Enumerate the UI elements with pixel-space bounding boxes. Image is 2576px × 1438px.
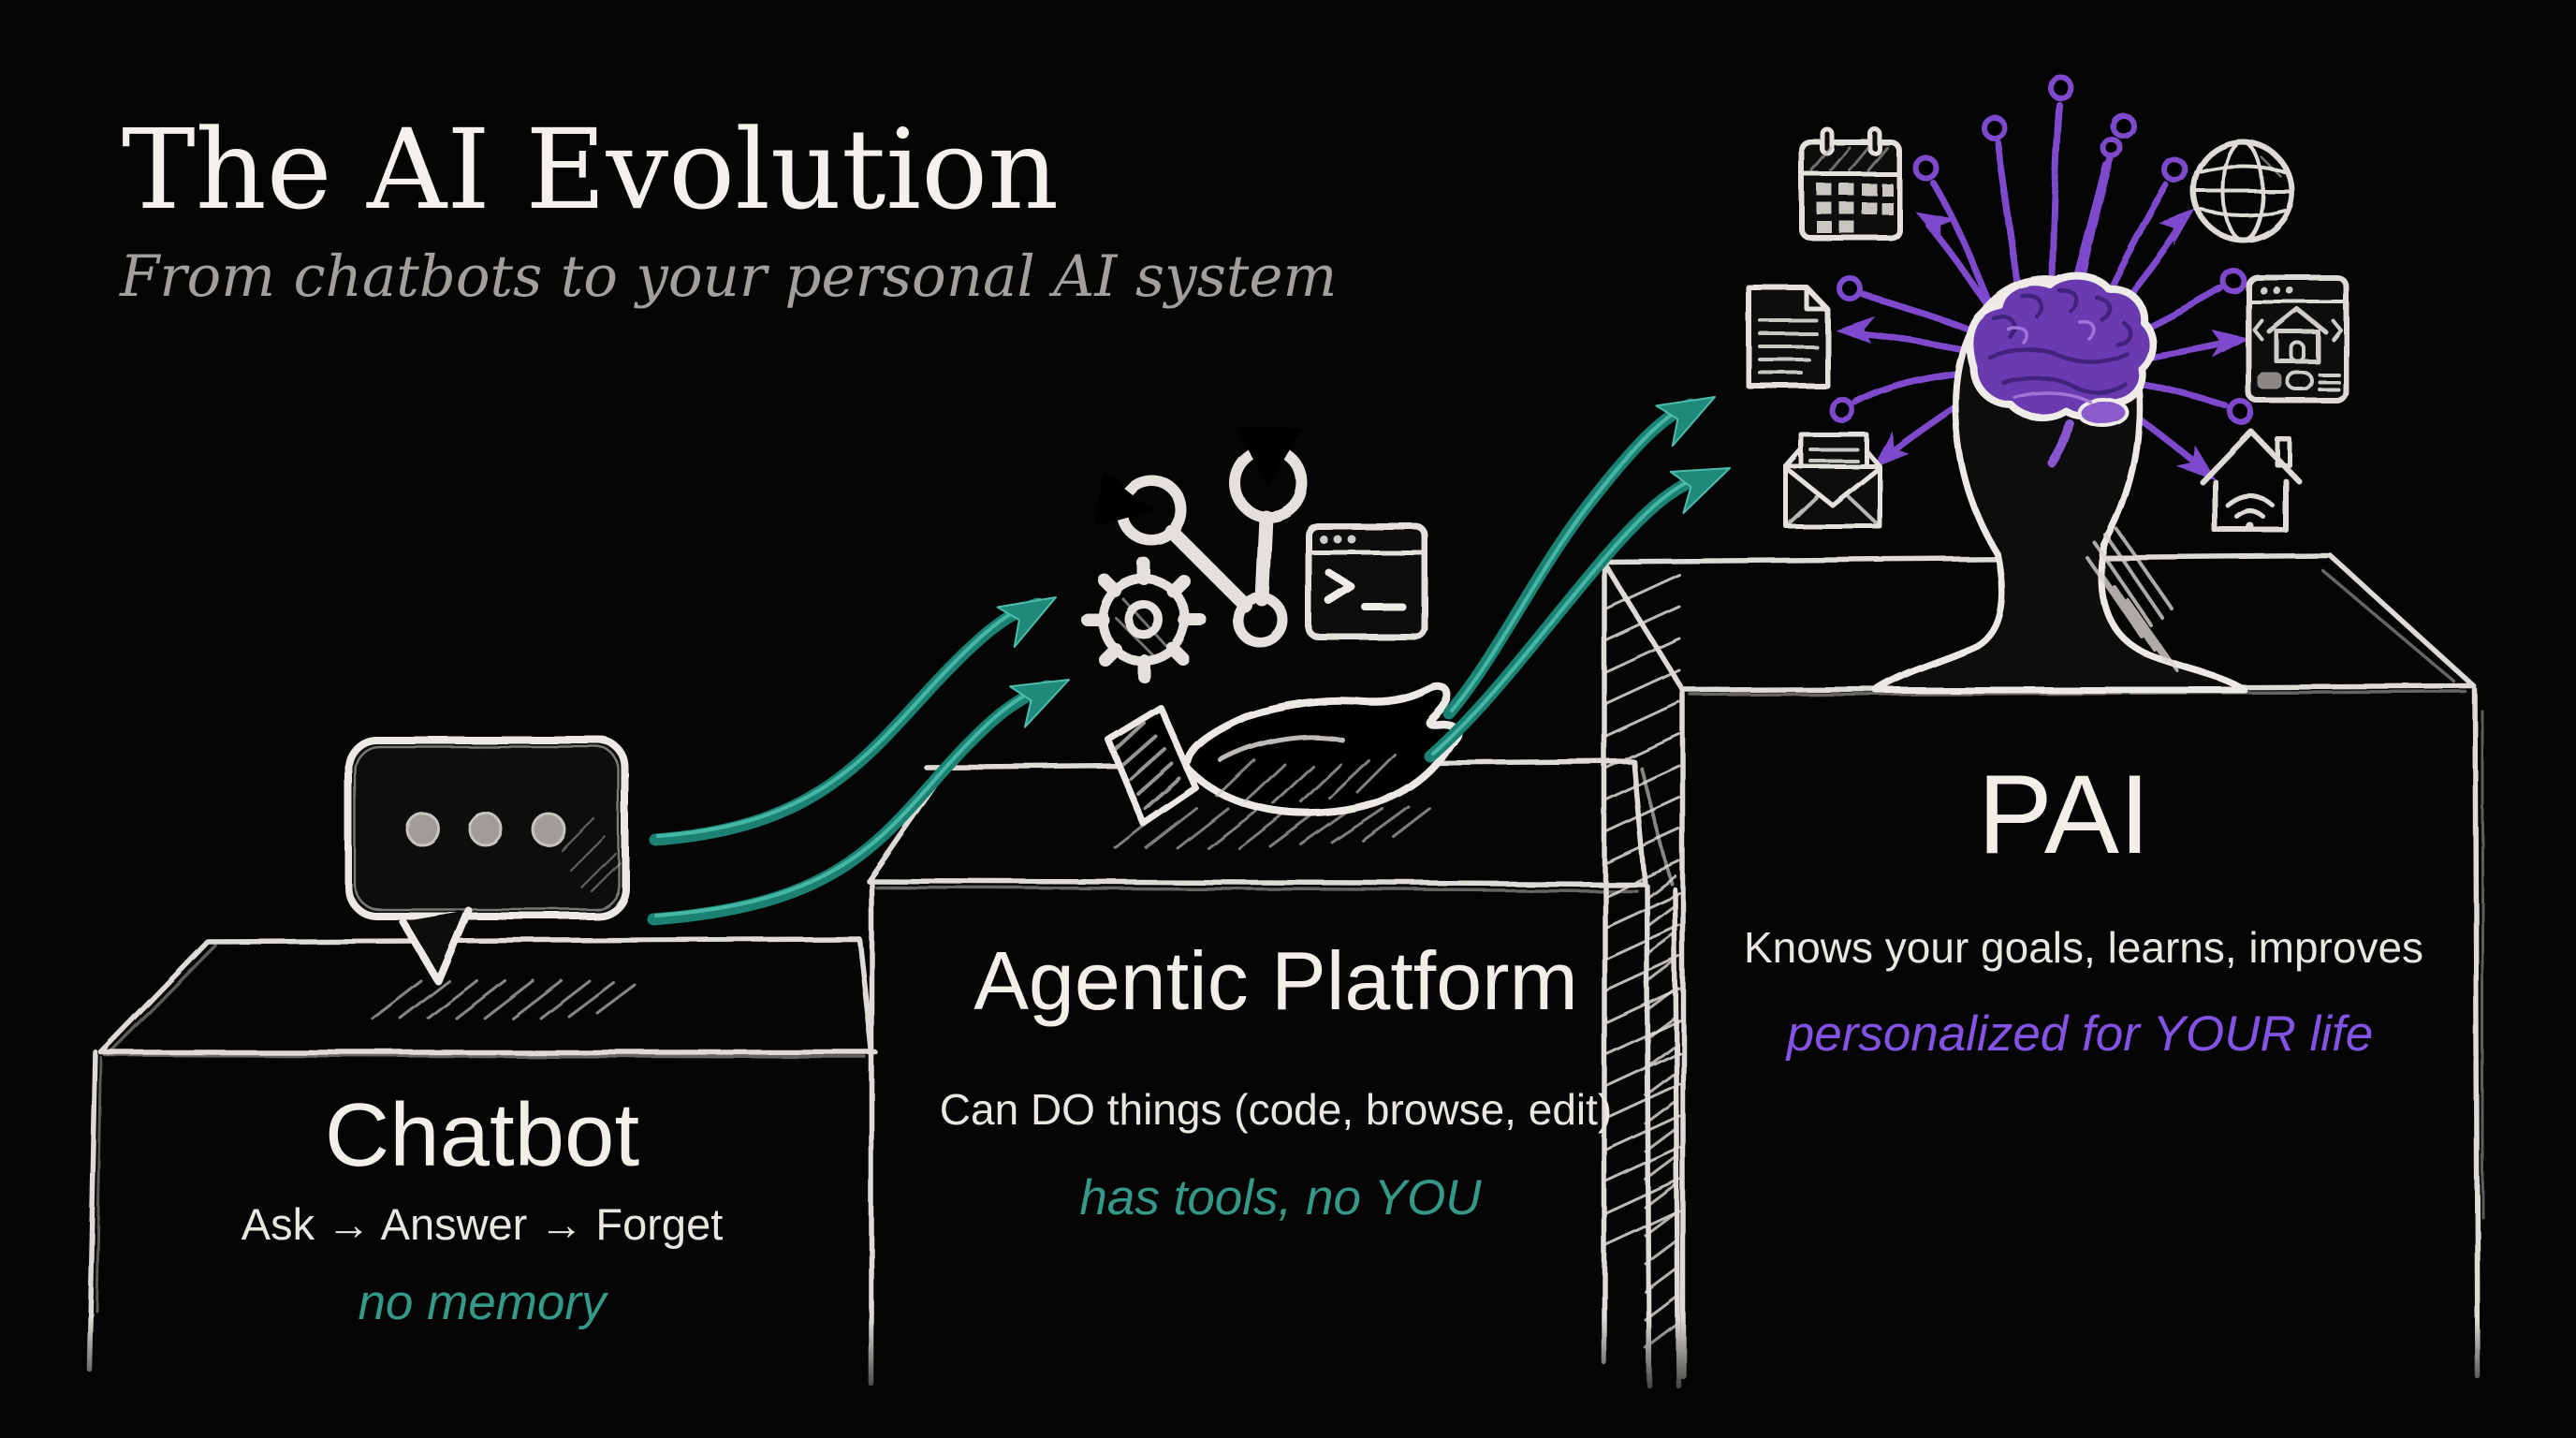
document-icon (1746, 285, 1830, 389)
typing-dot (405, 812, 441, 847)
hand-with-tools-icon (1081, 427, 1462, 828)
typing-dot (531, 812, 566, 847)
neural-arrowheads (1835, 210, 2250, 479)
pai-note: personalized for YOUR life (1785, 1006, 2373, 1062)
pai-flow: Knows your goals, learns, improves (1744, 923, 2423, 972)
growth-arrows (647, 396, 1731, 926)
page-subtitle: From chatbots to your personal AI system (119, 243, 1337, 310)
bottom-fade (0, 1318, 2576, 1438)
brain-icon (1966, 271, 2157, 467)
wrench-icon (1095, 471, 1288, 648)
pai-box (1601, 553, 2484, 1379)
wrench-icon (1229, 427, 1308, 607)
smart-home-icon (2199, 428, 2302, 533)
head-brain-icon (1746, 75, 2349, 694)
email-icon (1783, 432, 1882, 529)
gear-icon (1081, 557, 1207, 682)
step-labels: Chatbot Ask → Answer → Forget no memory … (242, 752, 2423, 1330)
arrow-agentic-to-pai (1424, 396, 1731, 763)
agentic-title: Agentic Platform (973, 934, 1578, 1027)
agentic-note: has tools, no YOU (1079, 1170, 1482, 1225)
chatbot-box (86, 936, 878, 1372)
chatbot-note: no memory (358, 1275, 609, 1330)
open-hand-icon (1105, 682, 1462, 828)
globe-icon (2191, 139, 2294, 242)
browser-home-icon (2246, 274, 2349, 404)
terminal-icon (1305, 522, 1428, 640)
pai-title: PAI (1978, 752, 2151, 877)
header: The AI Evolution From chatbots to your p… (119, 105, 1337, 310)
calendar-icon (1799, 126, 1902, 241)
arrow-chatbot-to-agentic (647, 596, 1070, 926)
agentic-flow: Can DO things (code, browse, edit) (940, 1085, 1612, 1134)
chatbot-flow: Ask → Answer → Forget (242, 1199, 724, 1249)
agentic-platform-box (866, 758, 1681, 1388)
step-boxes (86, 553, 2484, 1388)
page-title: The AI Evolution (122, 105, 1059, 234)
chatbot-title: Chatbot (325, 1085, 639, 1185)
typing-dot (468, 812, 504, 847)
speech-bubble-icon (344, 736, 629, 985)
wifi-icon (2225, 493, 2276, 508)
